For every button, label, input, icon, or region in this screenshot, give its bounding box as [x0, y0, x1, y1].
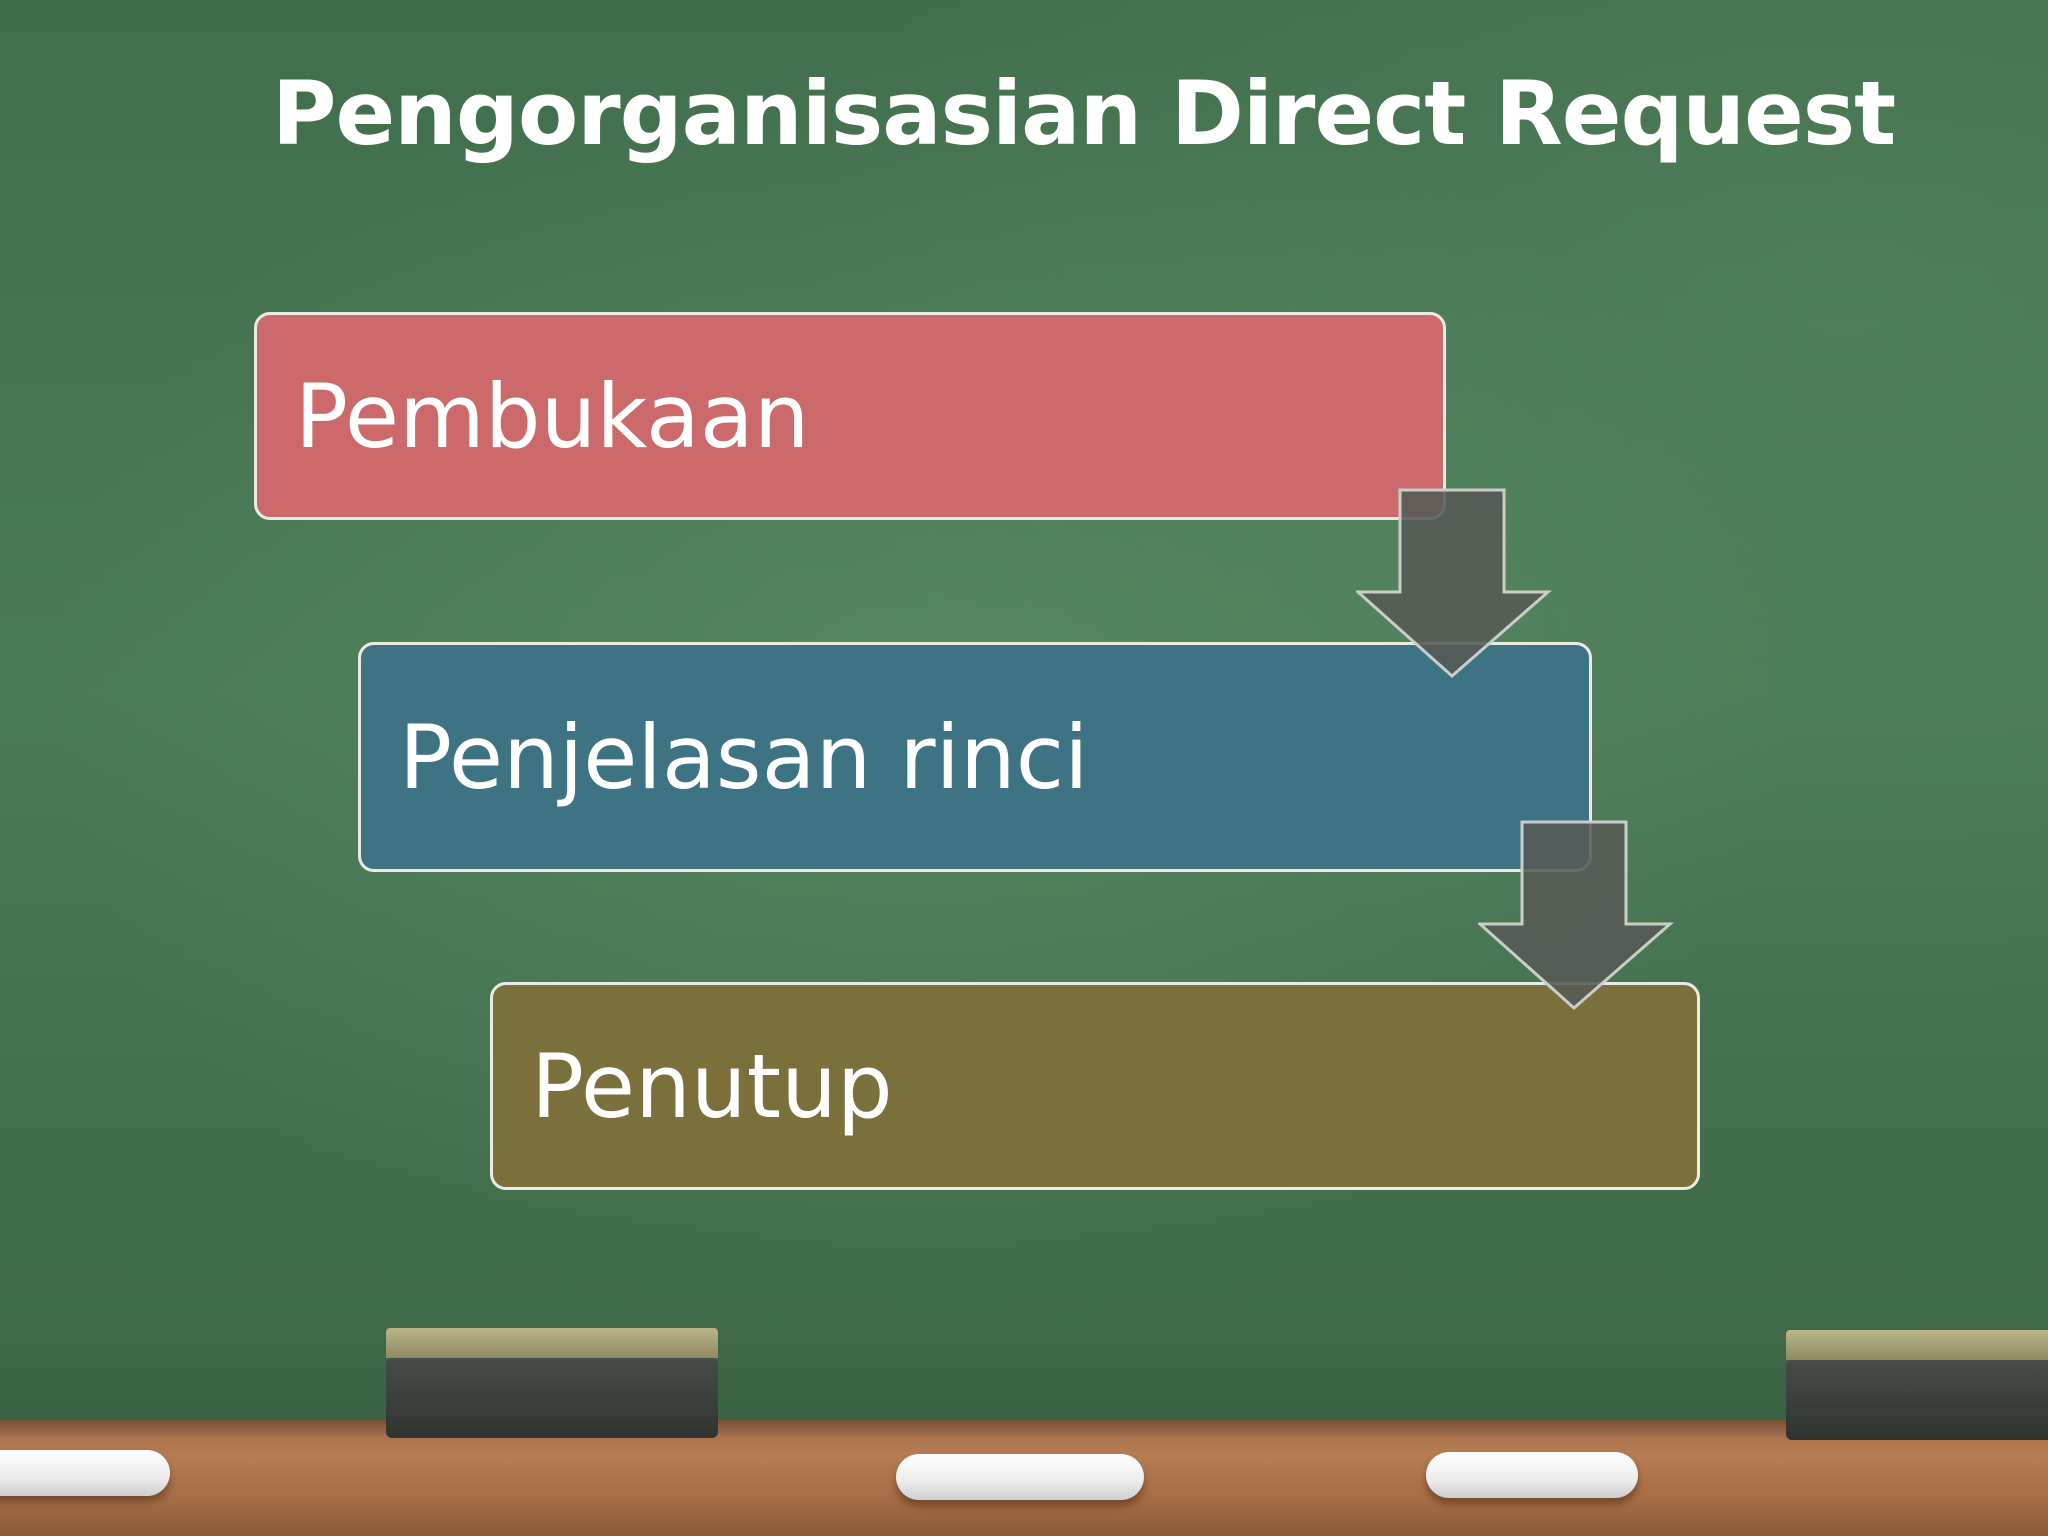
step-label: Penjelasan rinci — [399, 705, 1089, 809]
chalk-stick-icon — [0, 1450, 170, 1496]
step-label: Pembukaan — [295, 364, 810, 468]
down-arrow-icon — [1478, 820, 1674, 1011]
chalk-stick-icon — [896, 1454, 1144, 1500]
slide-title: Pengorganisasian Direct Request — [272, 62, 1896, 165]
eraser-icon — [386, 1328, 718, 1440]
eraser-icon — [1786, 1330, 2048, 1442]
step-penutup: Penutup — [490, 982, 1700, 1190]
step-penjelasan-rinci: Penjelasan rinci — [358, 642, 1592, 872]
chalk-stick-icon — [1426, 1452, 1638, 1498]
step-label: Penutup — [531, 1034, 893, 1138]
step-pembukaan: Pembukaan — [254, 312, 1446, 520]
down-arrow-icon — [1356, 488, 1552, 679]
chalk-tray-lip — [0, 1420, 2048, 1438]
